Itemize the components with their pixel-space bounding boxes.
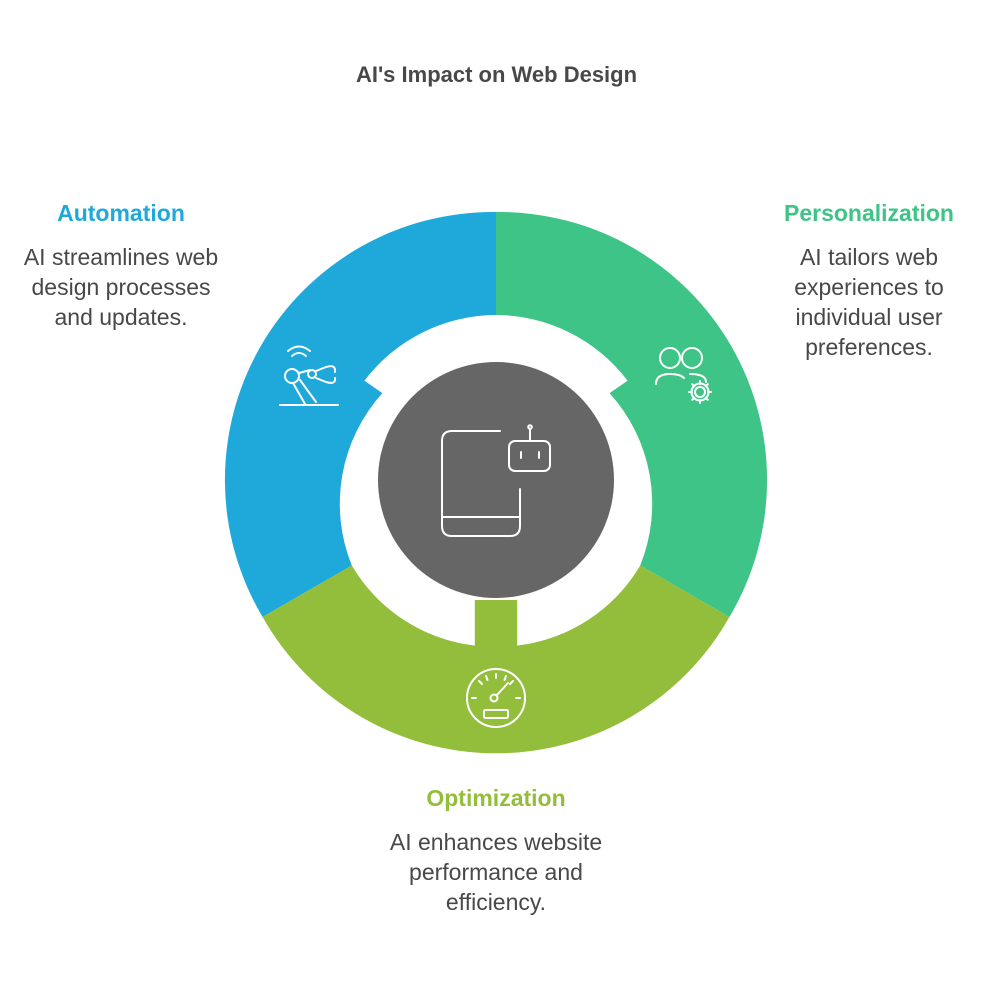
automation-description: AI streamlines web design processes and …: [23, 244, 219, 330]
personalization-block: Personalization AI tailors web experienc…: [778, 198, 960, 362]
optimization-block: Optimization AI enhances website perform…: [386, 783, 606, 917]
automation-heading: Automation: [57, 200, 185, 226]
optimization-heading: Optimization: [426, 785, 566, 811]
personalization-description: AI tailors web experiences to individual…: [794, 244, 944, 360]
speedometer-icon: [466, 668, 526, 728]
personalization-segment: [496, 211, 768, 618]
diagram-title: AI's Impact on Web Design: [355, 62, 638, 87]
personalization-heading: Personalization: [784, 200, 954, 226]
users-gear-icon: [655, 347, 712, 404]
optimization-description: AI enhances website performance and effi…: [389, 829, 603, 915]
automation-block: Automation AI streamlines web design pro…: [22, 198, 220, 332]
robot-device-icon: [441, 424, 551, 537]
automation-segment: [224, 211, 496, 618]
center-hub: [378, 362, 614, 598]
robotic-arm-icon: [279, 345, 339, 406]
optimization-segment: [262, 565, 730, 754]
